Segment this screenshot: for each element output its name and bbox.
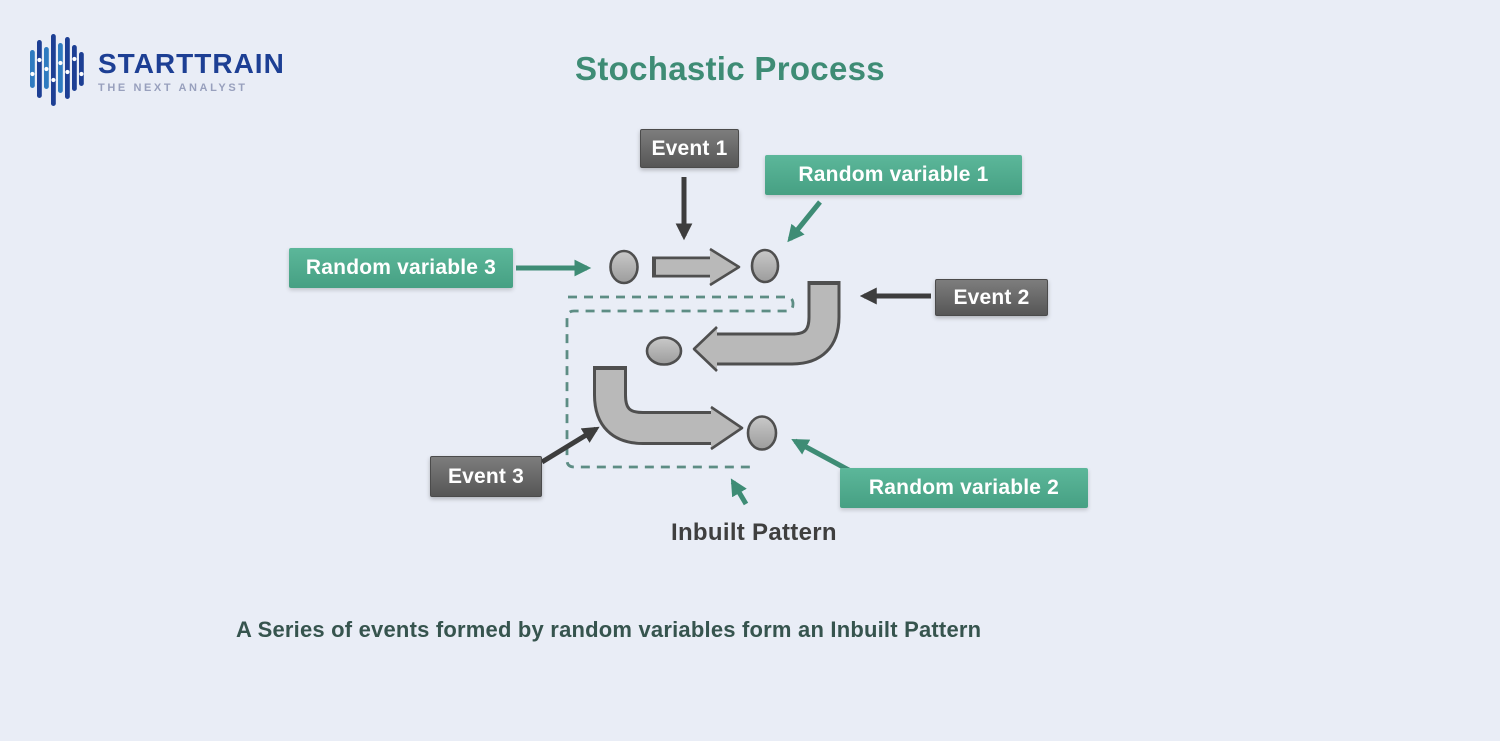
caption-text: A Series of events formed by random vari…	[236, 617, 982, 642]
event3-label-box: Event 3	[430, 456, 542, 497]
random-variable-3-label-box: Random variable 3	[289, 248, 513, 288]
bent-arrow-left-head	[692, 326, 718, 372]
state-oval-3	[645, 336, 683, 366]
logo: STARTTRAIN THE NEXT ANALYST	[30, 33, 285, 107]
random-variable-1-label-box: Random variable 1	[765, 155, 1022, 195]
inbuilt-pattern-label: Inbuilt Pattern	[671, 519, 837, 546]
state-oval-2	[750, 248, 780, 284]
brand-tagline: THE NEXT ANALYST	[98, 82, 248, 94]
random-variable-2-label-box: Random variable 2	[840, 468, 1088, 508]
event2-label-box: Event 2	[935, 279, 1048, 316]
event1-label-box: Event 1	[640, 129, 739, 168]
logo-equalizer-icon	[30, 34, 84, 106]
state-oval-1	[609, 249, 639, 285]
inbuilt-pattern-arrow	[730, 478, 749, 506]
brand-name: STARTTRAIN	[98, 48, 285, 79]
inbuilt-pattern-dashed-path	[565, 295, 795, 469]
event3-arrow	[540, 426, 600, 465]
bent-arrow-right	[596, 370, 712, 442]
state-oval-4	[746, 415, 778, 451]
block-arrow-1-head	[709, 247, 741, 287]
bent-arrow-left	[716, 285, 838, 363]
bent-arrow-right-head	[710, 405, 744, 451]
rv1-arrow	[787, 200, 822, 243]
page-title: Stochastic Process	[575, 50, 885, 87]
